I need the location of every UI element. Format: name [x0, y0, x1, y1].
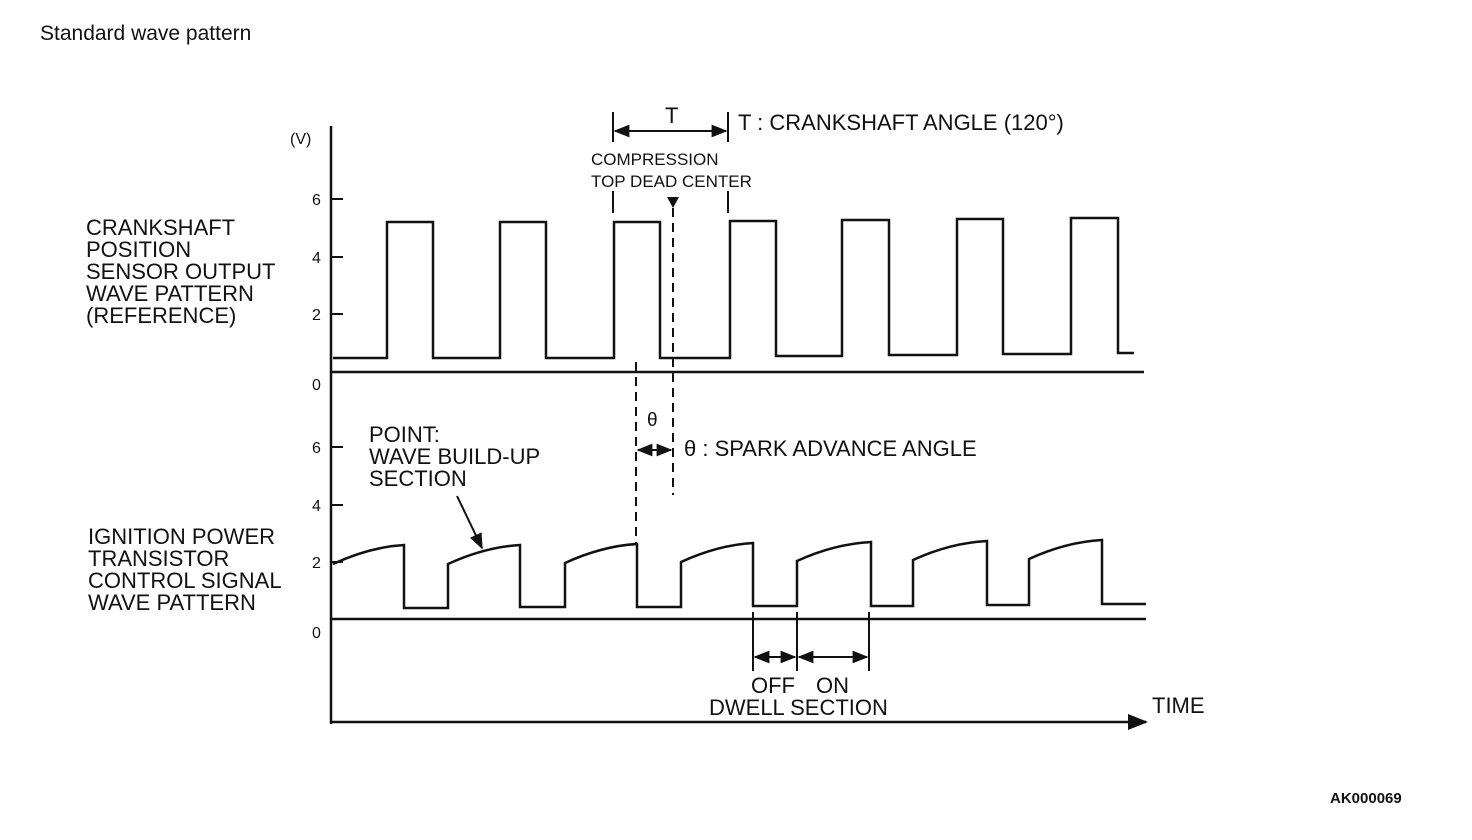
dwell-label: DWELL SECTION — [709, 695, 888, 720]
off-label: OFF — [751, 673, 795, 698]
theta-caption: θ : SPARK ADVANCE ANGLE — [684, 436, 977, 461]
tdc-label-line2: TOP DEAD CENTER — [591, 172, 752, 191]
t-caption: T : CRANKSHAFT ANGLE (120°) — [738, 110, 1064, 135]
on-label: ON — [816, 673, 849, 698]
ign-label-line2: TRANSISTOR — [88, 546, 229, 571]
lower-tick-2: 2 — [312, 555, 321, 572]
lower-tick-0: 0 — [312, 625, 321, 642]
ignition-control-wave — [332, 538, 1146, 610]
crank-label-line2: POSITION — [86, 237, 191, 262]
upper-tick-6: 6 — [312, 192, 321, 209]
point-label-line2: WAVE BUILD-UP — [369, 444, 540, 469]
upper-tick-marks — [331, 198, 343, 315]
upper-tick-4: 4 — [312, 250, 321, 267]
ign-label-line1: IGNITION POWER — [88, 524, 275, 549]
lower-tick-marks — [331, 446, 343, 563]
lower-tick-6: 6 — [312, 440, 321, 457]
lower-tick-4: 4 — [312, 498, 321, 515]
tdc-label-line1: COMPRESSION — [591, 150, 719, 169]
point-label-line1: POINT: — [369, 422, 440, 447]
upper-tick-0: 0 — [312, 377, 321, 394]
page-title: Standard wave pattern — [40, 22, 252, 45]
t-symbol: T — [665, 103, 678, 128]
point-label-line3: SECTION — [369, 466, 467, 491]
figure-code: AK000069 — [1330, 790, 1402, 807]
unit-label: (V) — [290, 131, 311, 148]
tdc-pointer — [667, 197, 679, 208]
point-leader-arrow — [456, 495, 483, 550]
crank-label-line1: CRANKSHAFT — [86, 215, 235, 240]
crank-label-line5: (REFERENCE) — [86, 303, 236, 328]
crank-label-line3: SENSOR OUTPUT — [86, 259, 275, 284]
ign-label-line3: CONTROL SIGNAL — [88, 568, 282, 593]
crank-square-wave — [333, 216, 1134, 360]
theta-symbol: θ — [647, 410, 658, 431]
crank-label-line4: WAVE PATTERN — [86, 281, 254, 306]
ign-label-line4: WAVE PATTERN — [88, 590, 256, 615]
time-label: TIME — [1152, 693, 1205, 718]
upper-tick-2: 2 — [312, 307, 321, 324]
